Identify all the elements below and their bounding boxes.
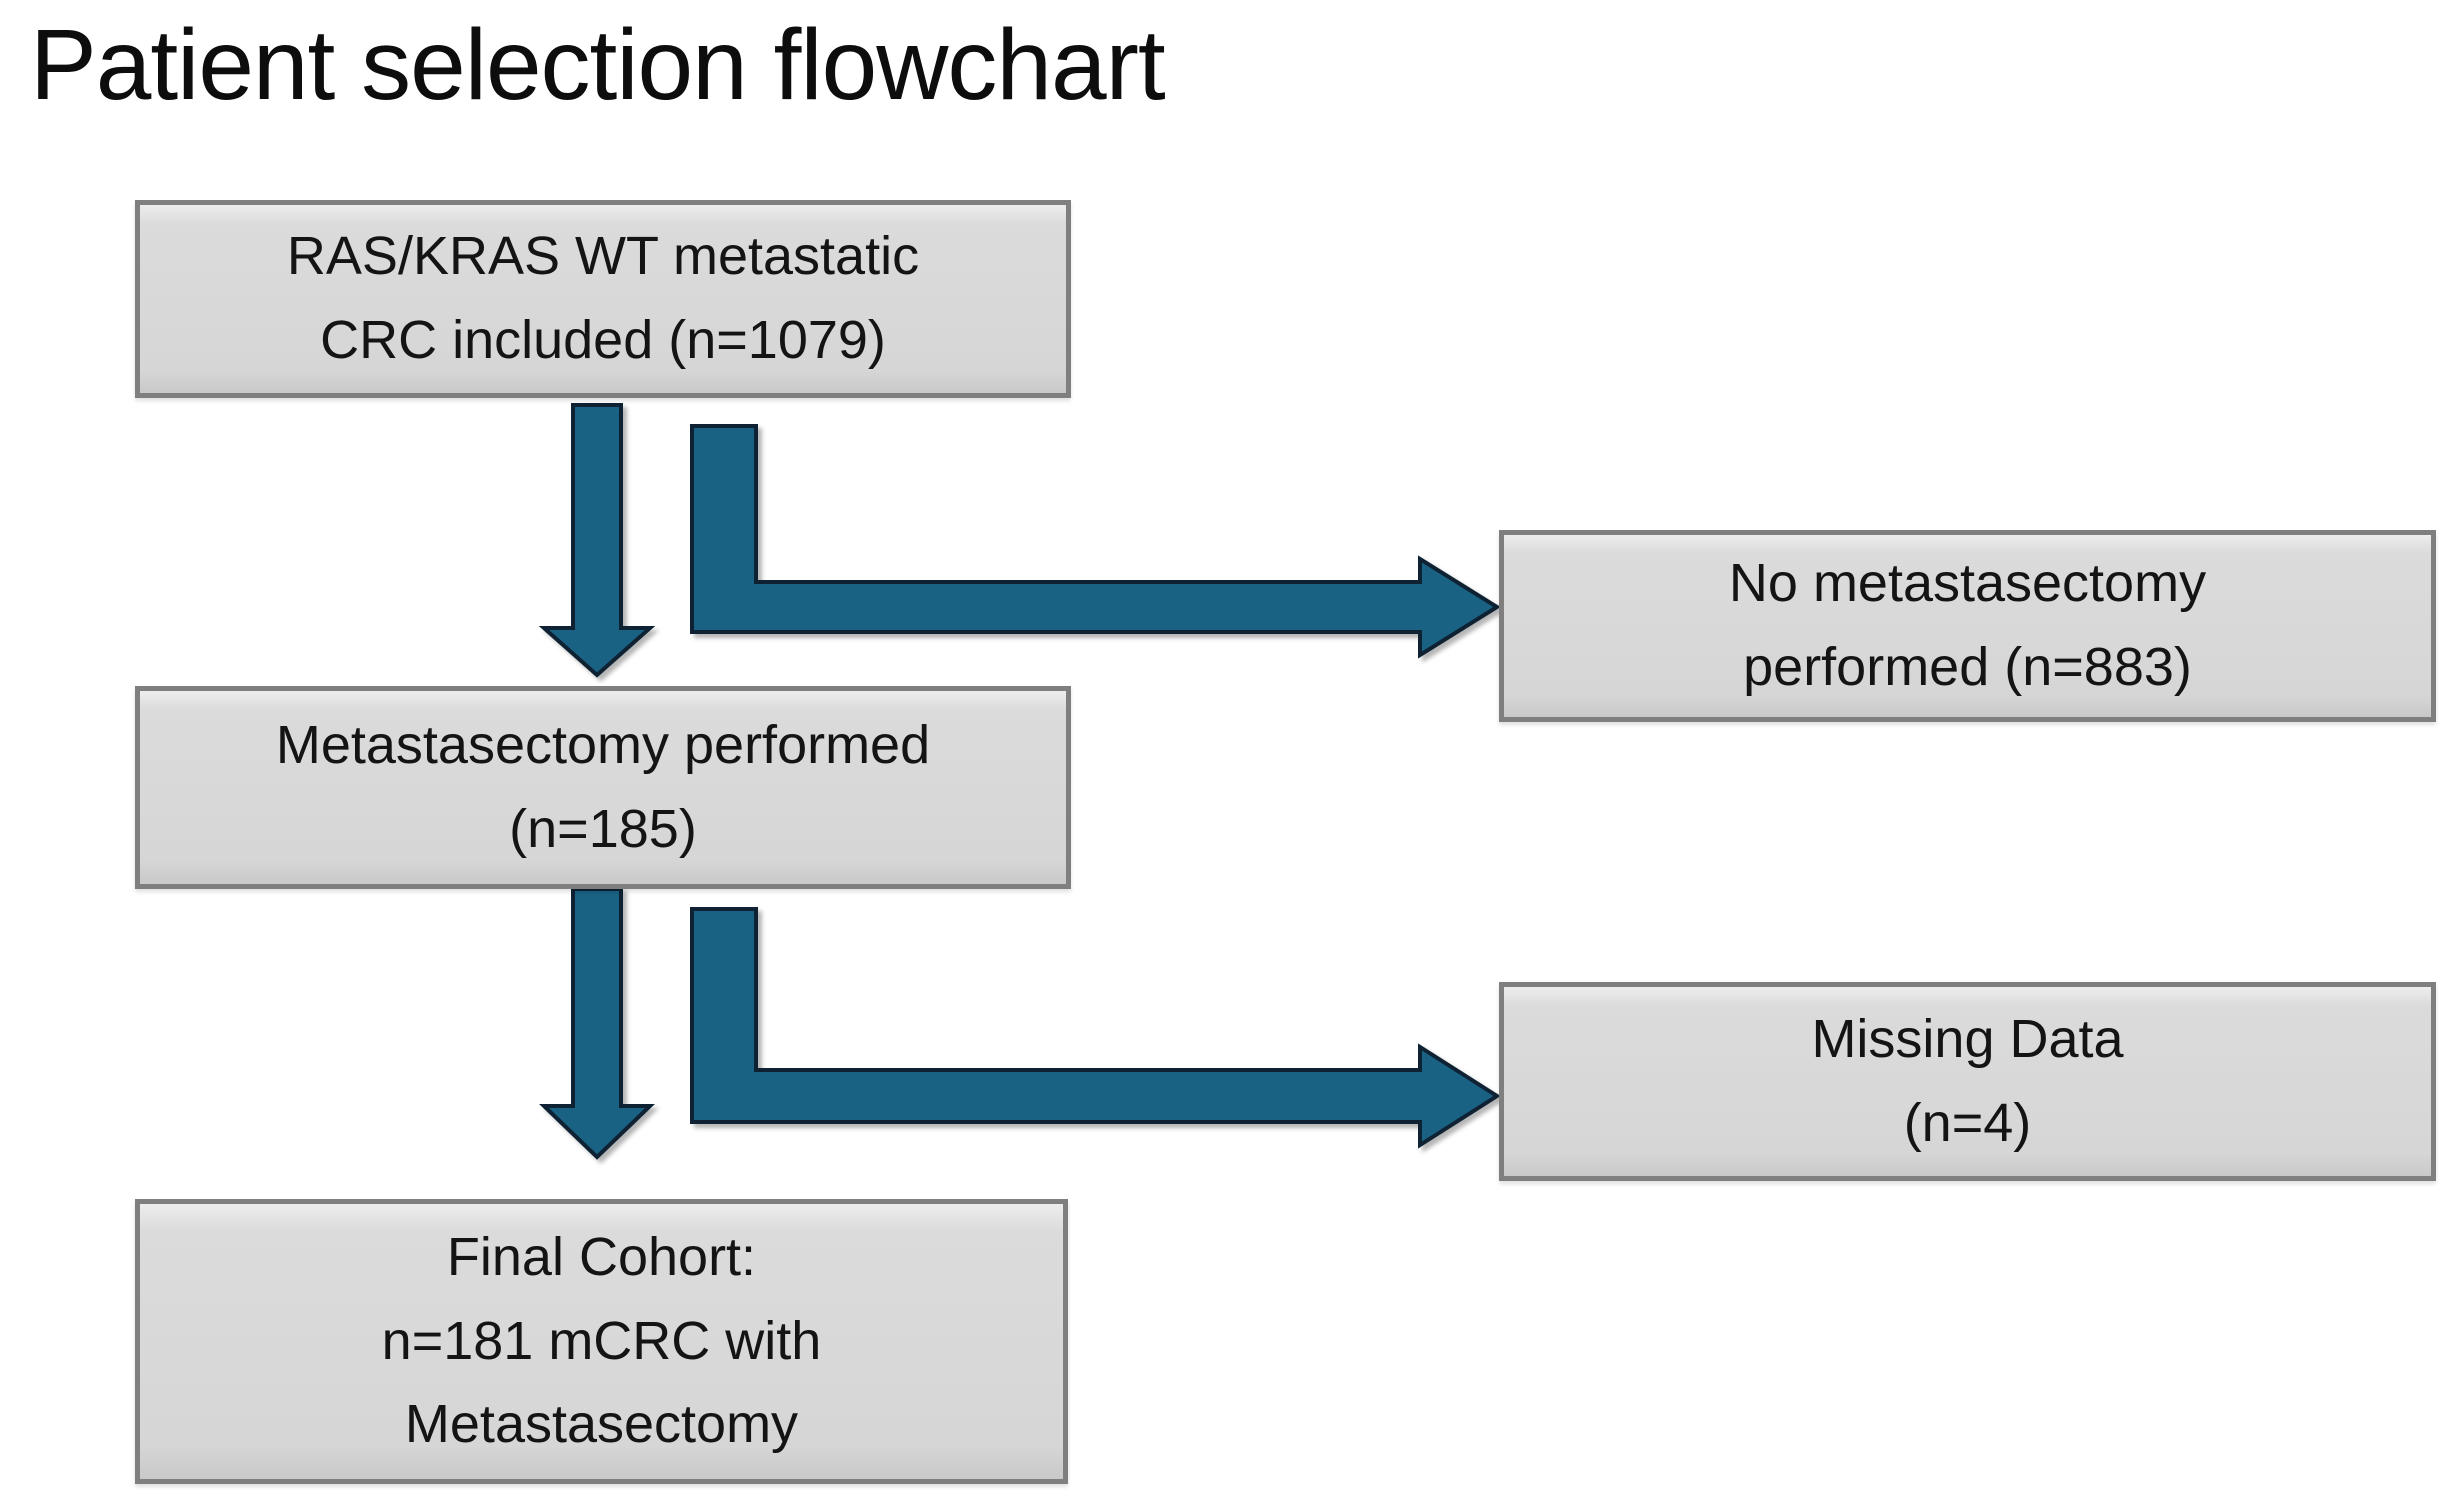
node-line: (n=4) bbox=[1903, 1092, 2032, 1153]
page-title: Patient selection flowchart bbox=[30, 9, 1166, 121]
elbow-arrow-included-to-no-metastasectomy-icon bbox=[690, 424, 1501, 659]
node-line: performed (n=883) bbox=[1743, 637, 2192, 697]
node-line: Metastasectomy performed bbox=[275, 714, 931, 775]
down-arrow-metastasectomy-to-final-cohort-icon bbox=[539, 887, 655, 1160]
down-arrow-included-to-metastasectomy-icon bbox=[538, 403, 656, 678]
node-final-cohort: Final Cohort: n=181 mCRC with Metastasec… bbox=[135, 1199, 1068, 1484]
node-line: RAS/KRAS WT metastatic bbox=[286, 226, 920, 287]
node-included: RAS/KRAS WT metastatic CRC included (n=1… bbox=[135, 200, 1071, 398]
node-metastasectomy: Metastasectomy performed (n=185) bbox=[135, 686, 1071, 889]
node-missing-data: Missing Data (n=4) bbox=[1499, 982, 2436, 1181]
node-line: n=181 mCRC with bbox=[381, 1310, 822, 1371]
node-no-metastasectomy: No metastasectomy performed (n=883) bbox=[1499, 530, 2436, 722]
node-line: Final Cohort: bbox=[446, 1226, 757, 1287]
node-line: Missing Data bbox=[1811, 1008, 2124, 1069]
node-line: (n=185) bbox=[509, 798, 697, 859]
node-line: CRC included (n=1079) bbox=[320, 310, 886, 370]
elbow-arrow-metastasectomy-to-missing-data-icon bbox=[690, 907, 1501, 1149]
node-line: Metastasectomy bbox=[404, 1394, 799, 1455]
node-line: No metastasectomy bbox=[1728, 553, 2207, 614]
